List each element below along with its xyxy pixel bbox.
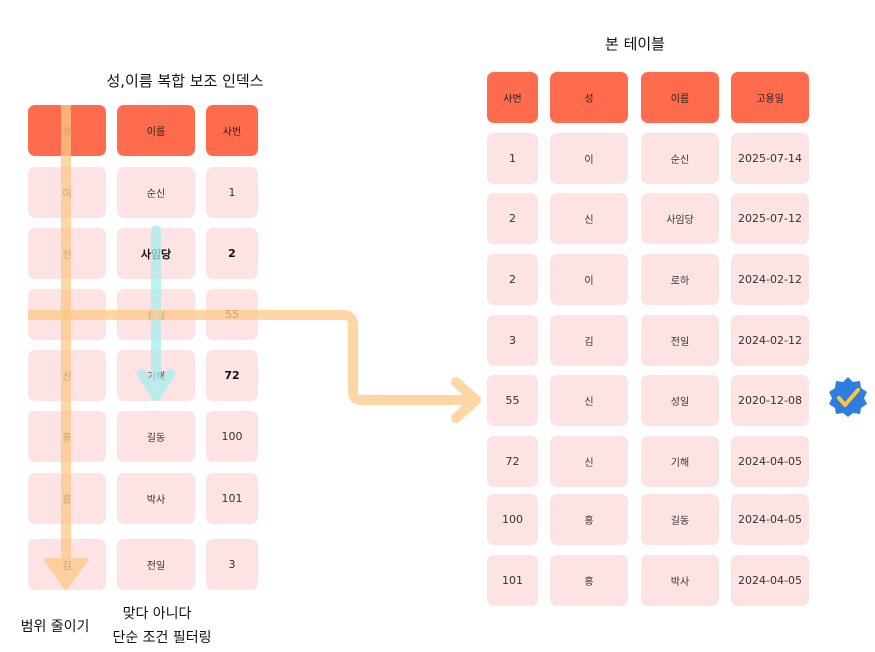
index-cell: 홍 [28, 473, 106, 524]
index-cell: 1 [206, 167, 258, 218]
main-table-title: 본 테이블 [605, 35, 665, 53]
main-cell: 로하 [641, 254, 719, 305]
main-cell: 2024-04-05 [731, 555, 809, 606]
main-cell: 박사 [641, 555, 719, 606]
index-cell: 101 [206, 473, 258, 524]
main-header-hire-date: 고용일 [731, 72, 809, 123]
caption-filter-line1: 맞다 아니다 [122, 606, 192, 622]
index-cell: 72 [206, 350, 258, 401]
main-cell: 3 [487, 315, 538, 366]
index-cell: 신 [28, 350, 106, 401]
main-cell: 72 [487, 436, 538, 487]
index-cell: 기해 [117, 350, 195, 401]
caption-filter-line2: 단순 조건 필터링 [112, 630, 212, 646]
main-cell: 이 [550, 133, 628, 184]
main-cell: 홍 [550, 494, 628, 545]
index-cell: 신 [28, 228, 106, 279]
main-cell: 101 [487, 555, 538, 606]
main-cell: 김 [550, 315, 628, 366]
index-cell: 3 [206, 539, 258, 590]
main-cell: 신 [550, 193, 628, 244]
caption-range-narrowing: 범위 줄이기 [20, 619, 90, 635]
main-cell: 1 [487, 133, 538, 184]
index-header-emp-id: 사번 [206, 105, 258, 156]
index-cell: 100 [206, 411, 258, 462]
main-header-first-name: 이름 [641, 72, 719, 123]
index-cell: 사임당 [117, 228, 195, 279]
index-header-first-name: 이름 [117, 105, 195, 156]
main-cell: 2024-04-05 [731, 436, 809, 487]
index-cell: 신 [28, 289, 106, 340]
main-cell: 신 [550, 436, 628, 487]
index-cell: 박사 [117, 473, 195, 524]
main-cell: 홍 [550, 555, 628, 606]
verified-check-icon [829, 377, 867, 417]
main-cell: 신 [550, 375, 628, 426]
main-cell: 2024-04-05 [731, 494, 809, 545]
main-cell: 2025-07-12 [731, 193, 809, 244]
index-cell: 성일 [117, 289, 195, 340]
main-cell: 사임당 [641, 193, 719, 244]
main-cell: 기해 [641, 436, 719, 487]
index-table-title: 성,이름 복합 보조 인덱스 [106, 72, 264, 90]
main-cell: 전일 [641, 315, 719, 366]
index-cell: 이 [28, 167, 106, 218]
index-cell: 길동 [117, 411, 195, 462]
main-cell: 2 [487, 193, 538, 244]
main-cell: 55 [487, 375, 538, 426]
main-cell: 순신 [641, 133, 719, 184]
main-cell: 100 [487, 494, 538, 545]
main-cell: 2020-12-08 [731, 375, 809, 426]
main-cell: 2 [487, 254, 538, 305]
main-cell: 이 [550, 254, 628, 305]
main-cell: 길동 [641, 494, 719, 545]
index-cell: 55 [206, 289, 258, 340]
index-cell: 순신 [117, 167, 195, 218]
main-cell: 2024-02-12 [731, 254, 809, 305]
index-header-last-name: 성 [28, 105, 106, 156]
main-header-emp-id: 사번 [487, 72, 538, 123]
index-cell: 김 [28, 539, 106, 590]
index-cell: 2 [206, 228, 258, 279]
main-header-last-name: 성 [550, 72, 628, 123]
main-cell: 성일 [641, 375, 719, 426]
index-cell: 전일 [117, 539, 195, 590]
index-cell: 홍 [28, 411, 106, 462]
main-cell: 2025-07-14 [731, 133, 809, 184]
main-cell: 2024-02-12 [731, 315, 809, 366]
